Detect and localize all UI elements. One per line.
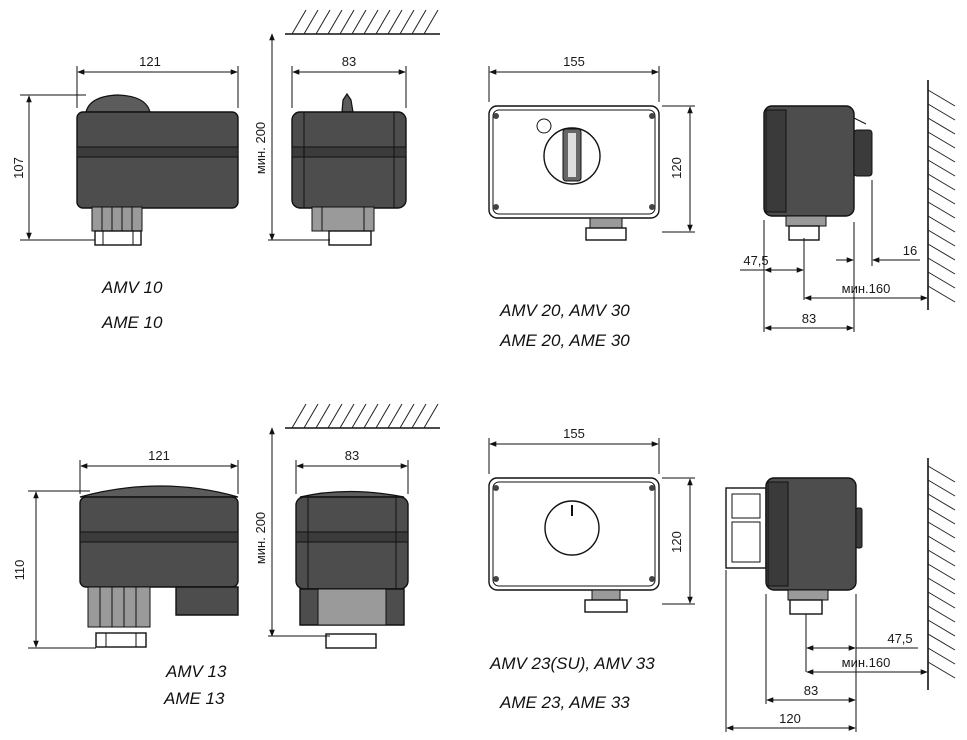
amv20-caption-line1: AMV 20, AMV 30 [499, 301, 630, 320]
amv10-width-label: 121 [139, 54, 161, 69]
amv20-wall-hatch [927, 80, 956, 310]
amv10-side-width-label: 83 [342, 54, 356, 69]
amv20-height-label: 120 [669, 157, 684, 179]
amv10-side-width-dimension: 83 [291, 54, 407, 108]
amv13-caption-line2: AME 13 [163, 689, 225, 708]
amv13-width-dimension: 121 [79, 448, 239, 494]
amv20-side-min160-label: мин.160 [842, 281, 891, 296]
amv23-caption-line1: AMV 23(SU), AMV 33 [489, 654, 655, 673]
amv20-side-16-label: 16 [903, 243, 917, 258]
amv20-caption-line2: AME 20, AME 30 [499, 331, 630, 350]
amv13-side-view [295, 490, 409, 649]
amv23-width-label: 155 [563, 426, 585, 441]
amv10-clearance-label: мин. 200 [253, 122, 268, 174]
amv20-front-view [488, 105, 660, 241]
amv20-width-dimension: 155 [488, 54, 660, 102]
amv23-front-view [488, 477, 660, 613]
amv23-caption-line2: AME 23, AME 33 [499, 693, 630, 712]
amv13-caption-line1: AMV 13 [165, 662, 227, 681]
amv10-height-label: 107 [11, 157, 26, 179]
amv23-side-120-label: 120 [779, 711, 801, 726]
amv10-clearance-dimension: мин. 200 [253, 33, 440, 241]
amv10-width-dimension: 121 [76, 54, 239, 108]
amv10-ceiling-hatch [291, 9, 439, 35]
amv23-width-dimension: 155 [488, 426, 660, 474]
amv13-height-dimension: 110 [12, 490, 96, 649]
amv10-caption-line1: AMV 10 [101, 278, 163, 297]
amv20-width-label: 155 [563, 54, 585, 69]
amv20-height-dimension: 120 [662, 105, 695, 233]
amv23-side-min160-label: мин.160 [842, 655, 891, 670]
amv23-height-dimension: 120 [662, 477, 695, 605]
amv20-side-47-label: 47,5 [743, 253, 768, 268]
amv23-side-83-label: 83 [804, 683, 818, 698]
amv20-side-dimensions: 47,5 16 мин.160 83 [740, 180, 928, 332]
amv20-side-83-label: 83 [802, 311, 816, 326]
amv20-side-view [763, 105, 873, 241]
amv13-side-width-dimension: 83 [295, 448, 409, 494]
amv23-side-view [725, 477, 863, 615]
amv23-side-47-label: 47,5 [887, 631, 912, 646]
amv13-height-label: 110 [12, 560, 27, 581]
amv13-clearance-dimension: мин. 200 [253, 427, 440, 637]
amv13-side-width-label: 83 [345, 448, 359, 463]
amv10-caption-line2: AME 10 [101, 313, 163, 332]
amv13-front-view [79, 485, 239, 648]
amv23-wall-hatch [927, 458, 956, 690]
amv10-side-view [291, 92, 407, 246]
amv10-height-dimension: 107 [11, 94, 95, 241]
amv13-clearance-label: мин. 200 [253, 512, 268, 564]
amv23-side-dimensions: 47,5 мин.160 83 120 [725, 570, 928, 732]
amv23-height-label: 120 [669, 531, 684, 553]
amv13-width-label: 121 [148, 448, 170, 463]
amv10-front-view [76, 94, 239, 246]
amv13-ceiling-hatch [291, 403, 439, 429]
